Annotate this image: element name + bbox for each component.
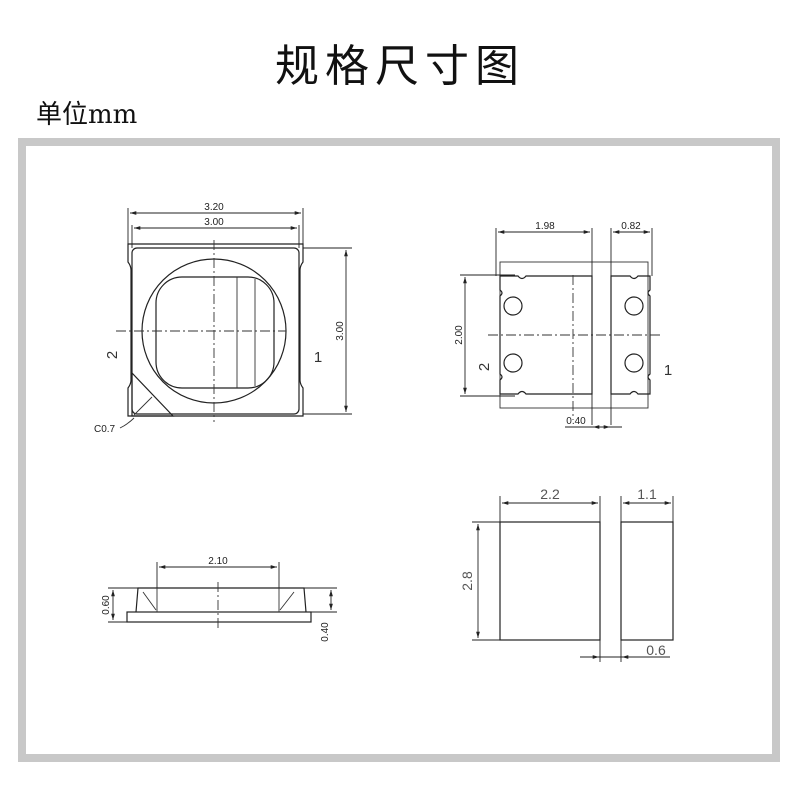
dim-base-height: 0.40 — [320, 622, 331, 642]
dim-pad-gap: 0.6 — [646, 642, 666, 658]
dim-top-width: 2.10 — [208, 556, 228, 567]
dim-total-height: 0.60 — [101, 595, 112, 615]
dim-pad-height: 2.00 — [454, 325, 465, 345]
dim-width-outer: 3.20 — [204, 202, 224, 213]
drawing-frame — [18, 138, 780, 762]
pin-1-label-bottom: 1 — [664, 362, 672, 379]
dim-height: 3.00 — [335, 321, 346, 341]
side-view: 2.10 0.60 0.40 — [101, 556, 337, 642]
top-view: 3.20 3.00 3.00 C0.7 2 1 — [94, 202, 352, 435]
dim-pad-right-width: 1.1 — [637, 486, 657, 502]
page-title: 规格尺寸图 — [275, 41, 525, 92]
dim-pad-small-width: 0.82 — [621, 221, 641, 232]
dim-gap: 0.40 — [566, 416, 586, 427]
chamfer-label: C0.7 — [94, 424, 116, 435]
dim-width-inner: 3.00 — [204, 217, 224, 228]
pin-2-label: 2 — [104, 351, 121, 359]
pin-1-label: 1 — [314, 349, 322, 366]
pin-2-label-bottom: 2 — [476, 363, 493, 371]
dim-pad-width: 1.98 — [535, 221, 555, 232]
bottom-view: 1.98 0.82 2.00 0.40 2 1 — [454, 221, 672, 429]
unit-label: 单位mm — [36, 100, 138, 130]
pad-layout: 2.2 1.1 2.8 0.6 — [459, 486, 674, 662]
dim-pad-left-width: 2.2 — [540, 486, 560, 502]
dim-pad-height: 2.8 — [459, 571, 475, 591]
